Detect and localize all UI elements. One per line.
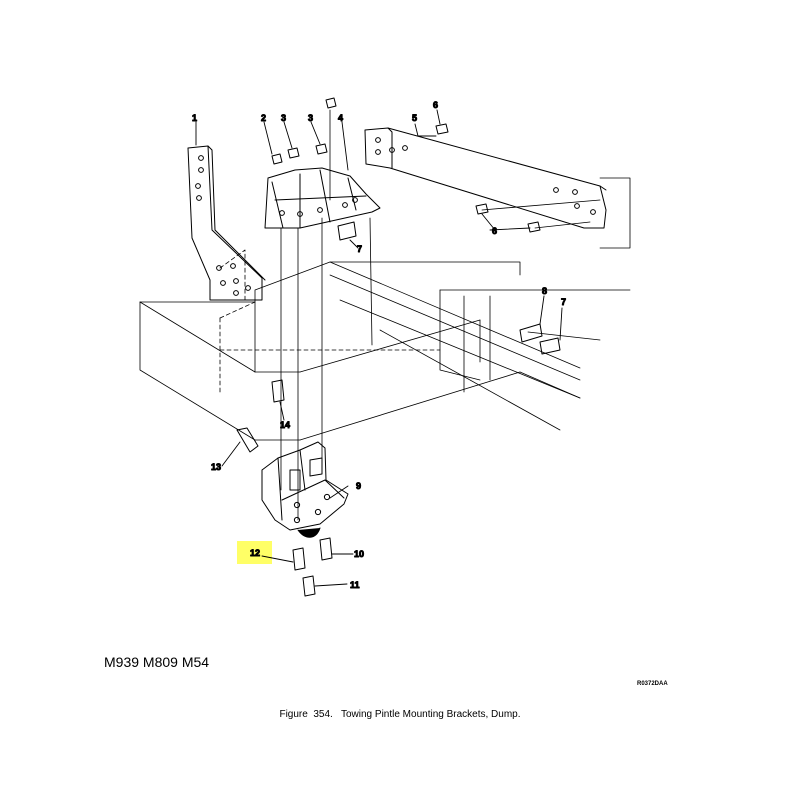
bolt-13 — [236, 427, 259, 453]
drawing-code: R0372DAA — [637, 681, 668, 687]
nut-2 — [271, 153, 283, 165]
callout-7b: 7 — [561, 297, 566, 307]
bolt-12 — [292, 547, 306, 571]
figure-caption: Figure 354. Towing Pintle Mounting Brack… — [279, 709, 521, 720]
nut-3b — [315, 143, 328, 155]
callout-3a: 3 — [281, 113, 286, 123]
top-center-bracket — [264, 167, 381, 229]
callout-12-highlight — [237, 541, 272, 564]
callout-13: 13 — [211, 462, 221, 472]
side-bracket-left — [187, 145, 266, 301]
callout-3b: 3 — [308, 113, 313, 123]
bolt-7a — [337, 221, 357, 241]
leader-lines — [195, 109, 563, 587]
callout-9: 9 — [356, 481, 361, 491]
bolt-8 — [519, 323, 543, 343]
nut-top — [325, 97, 337, 109]
hardware — [236, 97, 561, 597]
callout-4: 4 — [338, 113, 343, 123]
callout-14: 14 — [280, 420, 290, 430]
callout-6a: 6 — [433, 100, 438, 110]
callout-7a: 7 — [357, 244, 362, 254]
callout-8: 8 — [542, 286, 547, 296]
nut-6a — [435, 123, 449, 135]
bolt-7b — [539, 337, 561, 355]
callouts: 1 2 3 3 4 5 6 6 7 7 8 9 10 11 12 13 14 — [192, 100, 567, 591]
nut-6c — [527, 221, 541, 233]
nut-3a — [287, 147, 300, 159]
vehicle-models: M939 M809 M54 — [104, 654, 210, 670]
callout-1: 1 — [192, 113, 197, 123]
callout-5: 5 — [412, 113, 417, 123]
pintle-mount-assembly — [261, 441, 349, 538]
callout-6b: 6 — [492, 226, 497, 236]
callout-2: 2 — [261, 113, 266, 123]
callout-12: 12 — [250, 548, 260, 558]
truck-frame — [139, 177, 631, 441]
callout-11: 11 — [350, 580, 360, 590]
bolt-10 — [319, 537, 333, 561]
bolt-11 — [302, 575, 316, 597]
callout-10: 10 — [354, 549, 364, 559]
alignment-lines — [280, 109, 601, 521]
nut-6b — [475, 203, 489, 215]
bolt-14 — [271, 379, 285, 403]
side-bracket-right — [364, 127, 607, 229]
